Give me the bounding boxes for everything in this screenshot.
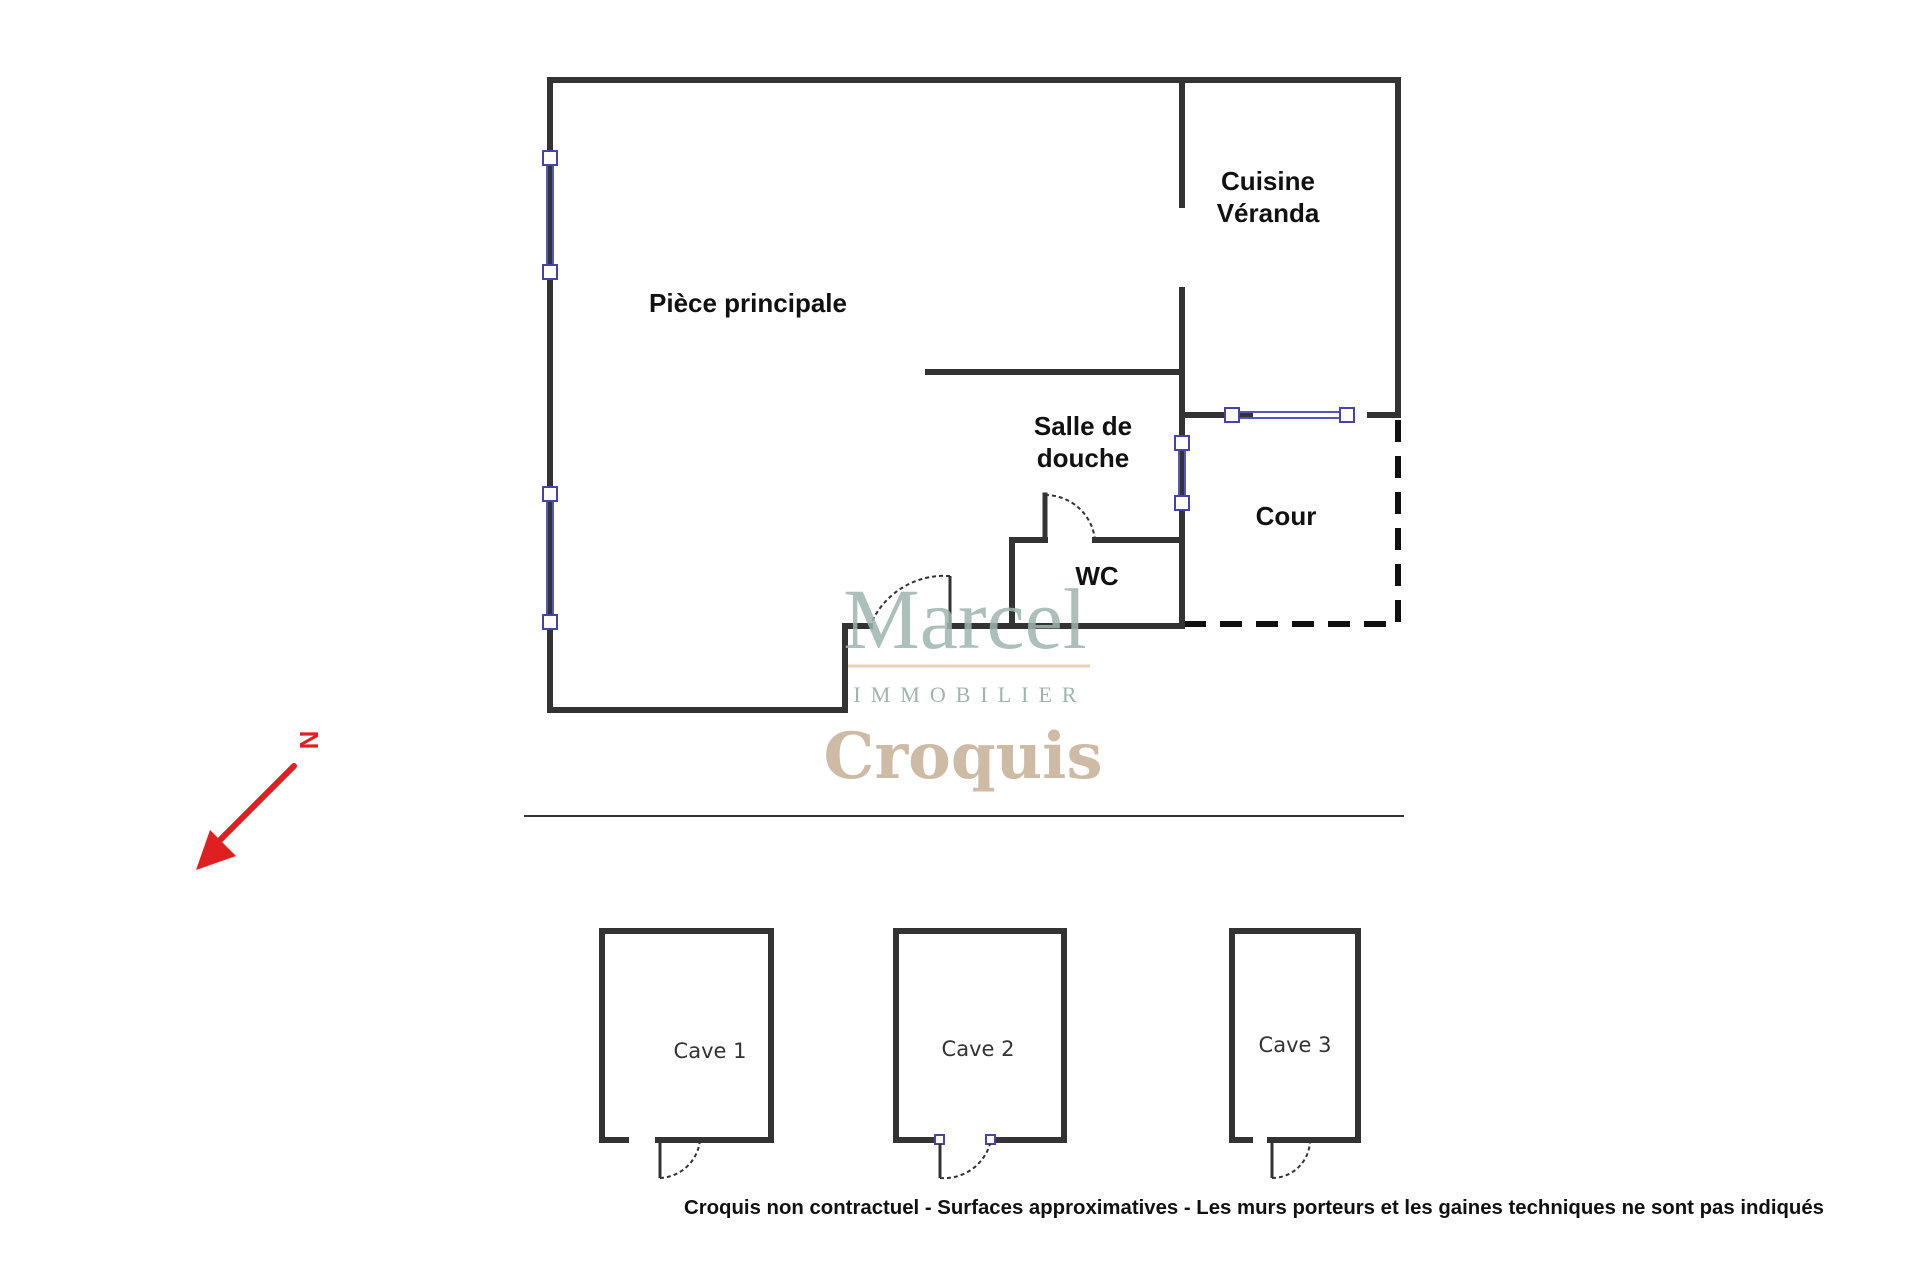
brand-subtitle: IMMOBILIER: [853, 682, 1086, 707]
lower-step-wall: [947, 537, 1048, 629]
window-kitchen-cour: [1224, 407, 1355, 423]
entrance-door: [869, 574, 952, 627]
room-label-shower-1: Salle de: [1034, 411, 1132, 441]
cave-label-2: Cave 2: [942, 1037, 1015, 1061]
north-label: N: [294, 731, 324, 750]
room-label-kitchen-2: Véranda: [1217, 198, 1320, 228]
window-shower-cour: [1174, 435, 1190, 511]
room-label-shower-2: douche: [1037, 443, 1129, 473]
room-label-courtyard: Cour: [1256, 501, 1317, 531]
window-left-upper: [542, 150, 558, 280]
cave-label-1: Cave 1: [674, 1039, 747, 1063]
disclaimer-footer: Croquis non contractuel - Surfaces appro…: [684, 1197, 1824, 1219]
brand-watermark: Marcel IMMOBILIER Croquis: [824, 571, 1103, 794]
cave-3: Cave 3: [1229, 928, 1361, 1179]
cave-1: Cave 1: [599, 928, 774, 1179]
window-left-lower: [542, 486, 558, 630]
cave-label-3: Cave 3: [1259, 1033, 1332, 1057]
room-label-main: Pièce principale: [649, 288, 847, 318]
brand-name: Marcel: [843, 571, 1087, 667]
north-arrow-icon: N: [196, 731, 324, 870]
top-right-wall: [547, 77, 1401, 418]
room-label-wc: WC: [1075, 561, 1119, 591]
wc-bottom-wall: [1009, 412, 1253, 629]
croquis-label: Croquis: [824, 719, 1103, 794]
room-label-kitchen-1: Cuisine: [1221, 166, 1315, 196]
courtyard-boundary: [1185, 420, 1401, 627]
left-bottom-wall: [547, 77, 873, 713]
cave-2: Cave 2: [893, 928, 1067, 1180]
shower-door: [1043, 493, 1096, 541]
